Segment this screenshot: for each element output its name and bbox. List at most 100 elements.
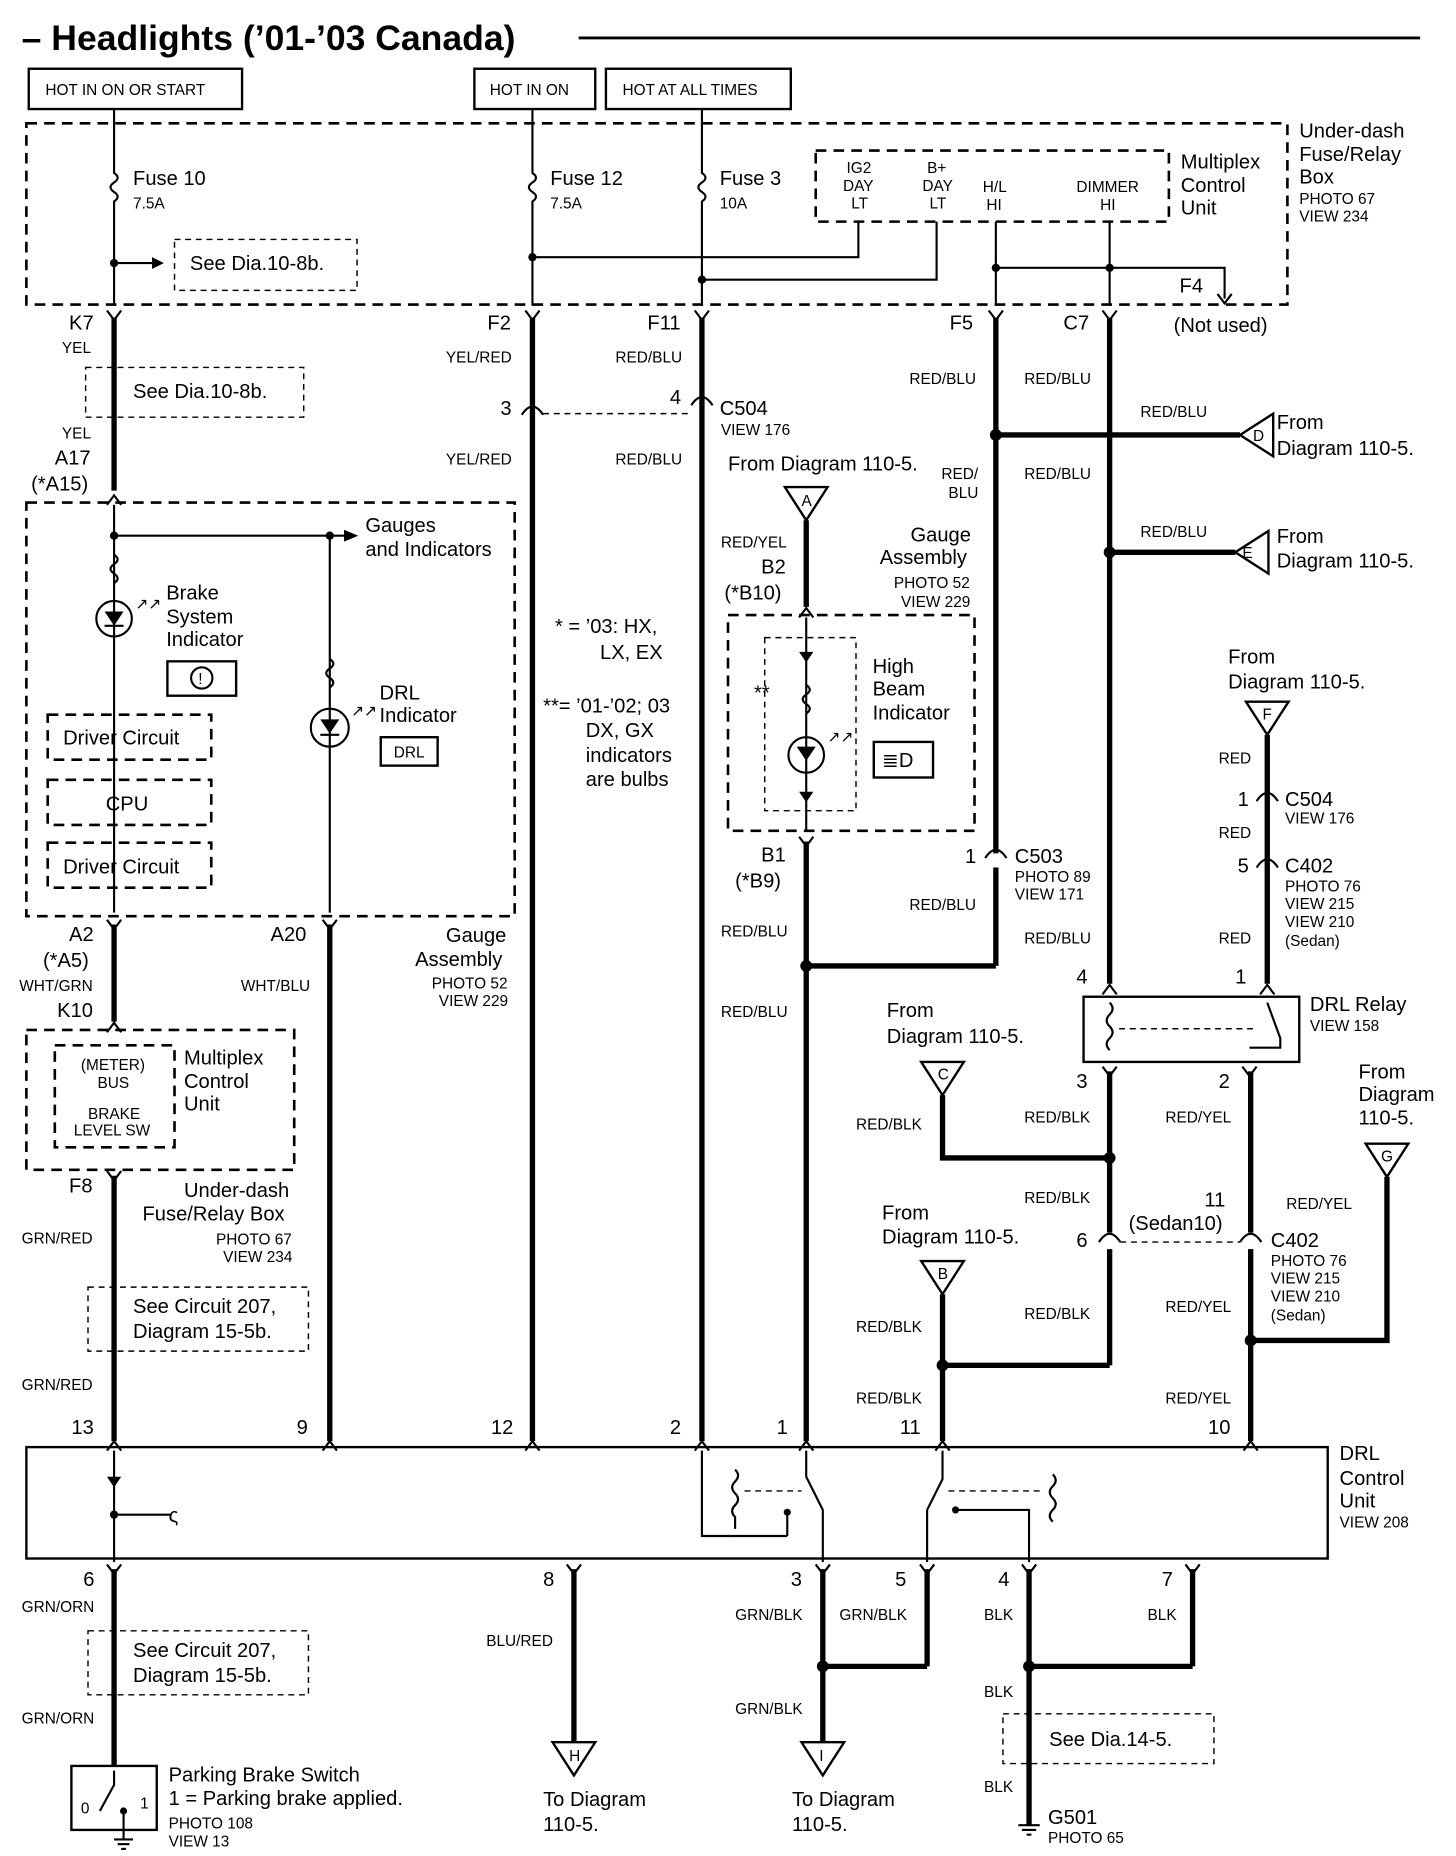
brake-label-3: Indicator xyxy=(166,629,243,651)
drl-pin11: 11 xyxy=(900,1417,921,1439)
pbs-desc: 1 = Parking brake applied. xyxy=(169,1788,403,1810)
highbeam-led-icon xyxy=(796,746,816,761)
see-10-8b-box xyxy=(173,238,358,292)
note-1b: LX, EX xyxy=(600,642,663,664)
hot-on-label: HOT IN ON xyxy=(490,82,569,99)
wire-label-red-blu-4: RED/BLU xyxy=(721,1004,788,1021)
hb-label-3: Indicator xyxy=(873,702,950,724)
from-b-letter: B xyxy=(938,1266,948,1283)
wire-label-grn-blk-2: GRN/BLK xyxy=(839,1607,907,1624)
c503-pin xyxy=(984,848,1008,859)
drl-ind-label: DRL xyxy=(380,682,420,704)
mcu-box-view: VIEW 234 xyxy=(223,1249,293,1266)
splice xyxy=(989,429,1002,441)
brake-warning-glyph: ! xyxy=(198,671,202,688)
from-e-letter: E xyxy=(1242,545,1252,562)
wire-label-from-b: RED/BLK xyxy=(856,1319,923,1336)
wire-label-blk: BLK xyxy=(984,1607,1014,1624)
c402-view210: VIEW 210 xyxy=(1285,914,1354,931)
gauge-asm-photo: PHOTO 52 xyxy=(432,975,508,992)
f4-label: F4 xyxy=(1180,276,1204,298)
drl-pin12: 12 xyxy=(491,1417,513,1439)
fuse-12-symbol xyxy=(527,163,538,211)
wire-label-c7-3: RED/BLU xyxy=(1024,930,1091,947)
drl-pin2: 2 xyxy=(670,1417,681,1439)
drl-internal-open: ς xyxy=(169,1505,179,1527)
c402-pin6-label: 6 xyxy=(1076,1230,1087,1252)
relay-1-feed xyxy=(700,1450,736,1538)
c503-label: C503 xyxy=(1015,846,1063,868)
term-f5: F5 xyxy=(950,312,974,334)
c402-pin6 xyxy=(1098,1232,1122,1243)
wire-label-grn-red-2: GRN/RED xyxy=(22,1377,93,1394)
from-d-marker xyxy=(1237,411,1275,459)
wire-label-red-yel-2: RED/YEL xyxy=(1165,1109,1231,1126)
f4-link xyxy=(995,266,1226,299)
wire-label-c7-2: RED/BLU xyxy=(1024,466,1091,483)
driver-circuit-bottom xyxy=(46,841,213,890)
from-f-marker xyxy=(1243,700,1291,738)
fuse-3-amp: 10A xyxy=(720,196,748,213)
wire-label-red-3: RED xyxy=(1219,930,1252,947)
from-a-letter: A xyxy=(801,493,812,510)
fusebox-view: VIEW 234 xyxy=(1299,209,1369,226)
term-b9: (*B9) xyxy=(735,871,781,893)
relay-pin xyxy=(1259,983,1276,996)
to-h-label: To Diagram xyxy=(543,1789,646,1811)
wire-label-blk-3: BLK xyxy=(984,1684,1014,1701)
from-e-label: From xyxy=(1277,526,1324,548)
to-h-num: 110-5. xyxy=(543,1814,599,1836)
mcu-level-sw: LEVEL SW xyxy=(74,1122,151,1139)
wire-label-red-yel-4: RED/YEL xyxy=(1165,1390,1231,1407)
wire-label-red-blk-2: RED/BLK xyxy=(1024,1190,1091,1207)
term-f2: F2 xyxy=(487,312,511,334)
c402-pin5 xyxy=(1255,858,1279,869)
drl-pin9: 9 xyxy=(297,1417,308,1439)
mcu-top-name-2: Control xyxy=(1181,175,1246,197)
hot-on-start-box xyxy=(27,67,244,111)
term-b10: (*B10) xyxy=(724,583,781,605)
diagram-title: – Headlights (’01-’03 Canada) xyxy=(22,18,516,58)
drl-control-unit xyxy=(25,1445,1329,1560)
hot-on-start-label: HOT IN ON OR START xyxy=(45,82,206,99)
driver-circuit-label: Driver Circuit xyxy=(63,727,180,749)
see-circuit-207-top xyxy=(87,1286,310,1352)
relay-pin1: 1 xyxy=(1235,967,1246,989)
term-b1: B1 xyxy=(761,845,786,867)
highbeam-badge xyxy=(872,740,935,779)
c402-view215-2: VIEW 215 xyxy=(1271,1271,1340,1288)
wire-label-blu: BLU xyxy=(948,485,978,502)
drl-pin1: 1 xyxy=(777,1417,788,1439)
wire-label-red: RED xyxy=(1219,750,1252,767)
wire-from-c xyxy=(939,1095,1110,1161)
diode-icon xyxy=(106,1476,122,1488)
relay-coil xyxy=(1105,1001,1114,1051)
drl-pin4: 4 xyxy=(998,1569,1009,1591)
note-2a: **= ’01-’02; 03 xyxy=(543,695,670,717)
splice xyxy=(109,531,119,540)
light-rays-icon: ↗↗ xyxy=(828,729,854,746)
drl-led-icon xyxy=(320,719,340,734)
c402-label: C402 xyxy=(1285,855,1333,877)
from-f-diagram: Diagram 110-5. xyxy=(1228,672,1365,694)
drl-unit-label-2: Control xyxy=(1340,1468,1405,1490)
term-c7: C7 xyxy=(1063,312,1089,334)
wire-label-blu-red: BLU/RED xyxy=(486,1633,553,1650)
drl-pin5: 5 xyxy=(895,1569,906,1591)
wire-label-e: RED/BLU xyxy=(1140,524,1207,541)
drl-relay-label: DRL Relay xyxy=(1310,994,1407,1016)
wire-label-red-blk-3: RED/BLK xyxy=(1024,1306,1091,1323)
drl-pin13: 13 xyxy=(71,1417,93,1439)
see-circuit-207-bottom xyxy=(87,1630,310,1696)
term-k10: K10 xyxy=(57,1000,93,1022)
hot-all-box xyxy=(604,67,792,111)
b2-pin xyxy=(798,606,815,619)
mcu-box-label-2: Fuse/Relay Box xyxy=(143,1204,285,1226)
a17-pin xyxy=(106,493,123,506)
wire-label-blk-2: BLK xyxy=(1148,1607,1178,1624)
from-b-diagram: Diagram 110-5. xyxy=(882,1226,1019,1248)
from-d-diagram: Diagram 110-5. xyxy=(1277,438,1414,460)
term-k7: K7 xyxy=(69,312,94,334)
c402-pin11-label: 11 xyxy=(1204,1190,1225,1212)
see-circuit-207-b-line2: Diagram 15-5b. xyxy=(133,1665,272,1687)
